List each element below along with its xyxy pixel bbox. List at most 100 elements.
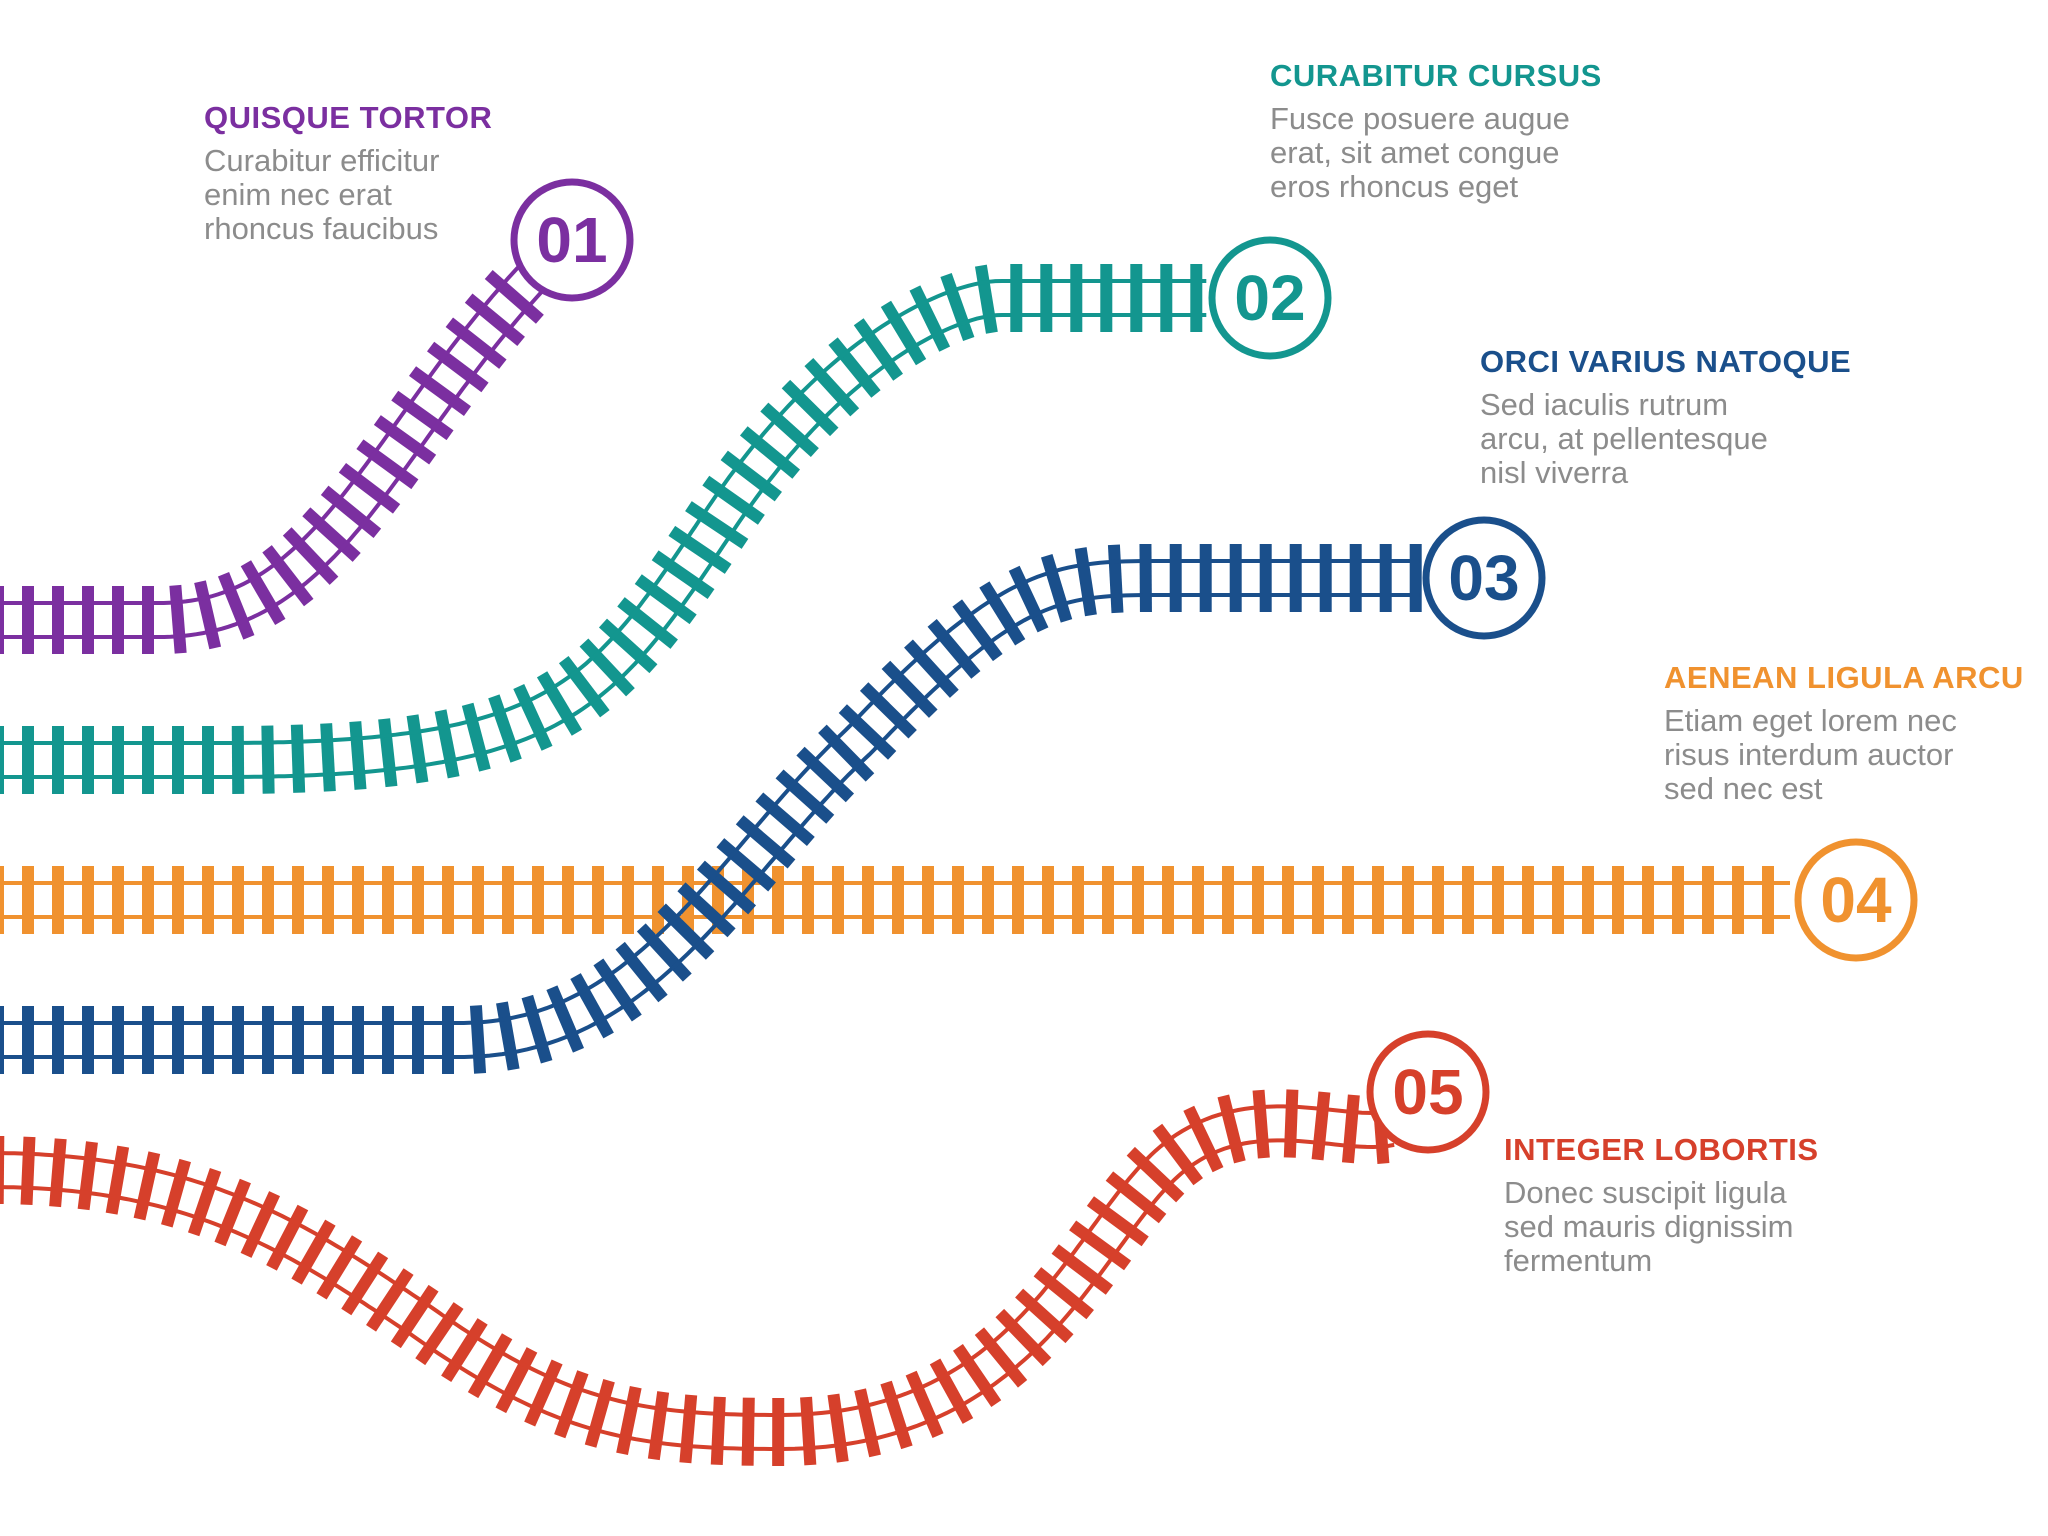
track-tie (427, 341, 489, 393)
track-tie (202, 726, 214, 794)
track-tie (291, 1219, 336, 1285)
track-tie (322, 1006, 334, 1074)
track-tie (469, 1005, 487, 1074)
track-tie (1012, 866, 1024, 934)
track-tie (562, 866, 574, 934)
track-tie (1492, 866, 1504, 934)
track-tie (0, 866, 4, 934)
track-tie (1070, 264, 1083, 332)
track-tie (382, 1006, 394, 1074)
track-tie (1252, 1089, 1270, 1159)
track-tie (772, 866, 784, 934)
track-tie (341, 1251, 389, 1316)
track-tie (1190, 264, 1203, 332)
track-tie (22, 1006, 34, 1074)
track-tie (685, 501, 749, 549)
track-tie (390, 1284, 439, 1349)
track-tie (82, 586, 94, 654)
track-tie (974, 1327, 1028, 1388)
track-tie (302, 507, 361, 562)
step-title-05: INTEGER LOBORTIS (1504, 1132, 1819, 1167)
step-badge-03: 03 (1422, 516, 1546, 640)
step-title-04: AENEAN LIGULA ARCU (1664, 660, 2024, 695)
track-tie (720, 450, 782, 502)
track-tie (391, 390, 454, 441)
track-tie (1008, 565, 1049, 633)
track-tie (710, 1396, 726, 1466)
track-tie (356, 439, 419, 490)
track-tie (0, 586, 4, 654)
track-tie (716, 838, 776, 892)
track-tie (77, 1141, 98, 1211)
track-tie (909, 285, 951, 352)
track-tie (1072, 866, 1084, 934)
track-tie (232, 866, 244, 934)
track-tie (1086, 1196, 1149, 1247)
track-tie (579, 638, 635, 697)
step-badge-05: 05 (1366, 1030, 1490, 1154)
track-tie (1642, 866, 1654, 934)
track-tie (862, 866, 874, 934)
track-tie (892, 866, 904, 934)
track-tie (406, 714, 429, 784)
step-number-01: 01 (536, 204, 607, 276)
track-tie (105, 1145, 130, 1215)
track-tie (1289, 544, 1302, 612)
track-tie (760, 402, 819, 458)
track-tie (832, 866, 844, 934)
track-tie (415, 1302, 464, 1366)
track-tie (905, 1370, 944, 1439)
track-tie (1409, 544, 1422, 612)
track-tie (524, 1359, 563, 1427)
step-label-02: CURABITUR CURSUS Fusce posuere augue era… (1270, 58, 1790, 204)
track-tie (1732, 866, 1744, 934)
track-tie (472, 866, 484, 934)
track-tie (929, 1358, 974, 1424)
track-tie (1069, 1220, 1132, 1271)
track-tie (1130, 264, 1143, 332)
track-tie (1015, 1288, 1074, 1344)
track-tie (853, 318, 903, 381)
track-tie (412, 866, 424, 934)
track-tie (262, 866, 274, 934)
track-tie (1107, 544, 1124, 614)
track-02 (0, 264, 1207, 794)
track-tie (615, 941, 668, 1003)
track-tie (1152, 1123, 1204, 1186)
step-title-03: ORCI VARIUS NATOQUE (1480, 344, 1852, 379)
track-tie (1132, 866, 1144, 934)
track-tie (214, 1178, 251, 1247)
track-tie (952, 866, 964, 934)
track-tie (677, 882, 736, 938)
step-description-03: Sed iaculis rutrum arcu, at pellentesque… (1480, 387, 1768, 490)
track-tie (112, 866, 124, 934)
track-rail (0, 1104, 1388, 1417)
track-tie (982, 866, 994, 934)
track-tie (570, 973, 614, 1039)
track-tie (52, 726, 64, 794)
track-tie (112, 726, 124, 794)
track-tie (1010, 264, 1023, 332)
track-tie (169, 584, 187, 654)
track-tie (290, 724, 306, 793)
track-tie (647, 1391, 670, 1461)
track-tie (616, 1385, 642, 1456)
track-tie (1283, 1089, 1299, 1158)
track-tie (1342, 866, 1354, 934)
track-tie (352, 1006, 364, 1074)
track-tie (0, 1006, 4, 1074)
track-tie (292, 866, 304, 934)
track-tie (668, 525, 732, 574)
step-label-01: QUISQUE TORTOR Curabitur efficitur enim … (204, 100, 724, 246)
step-label-04: AENEAN LIGULA ARCU Etiam eget lorem nec … (1664, 660, 2048, 806)
track-tie (696, 860, 757, 915)
track-tie (172, 1006, 184, 1074)
track-tie (952, 599, 1003, 662)
track-tie (532, 866, 544, 934)
track-tie (0, 726, 4, 794)
track-tie (651, 550, 715, 599)
track-tie (112, 586, 124, 654)
track-tie (1612, 866, 1624, 934)
track-tie (442, 1006, 454, 1074)
step-label-05: INTEGER LOBORTIS Donec suscipit ligula s… (1504, 1132, 2024, 1278)
